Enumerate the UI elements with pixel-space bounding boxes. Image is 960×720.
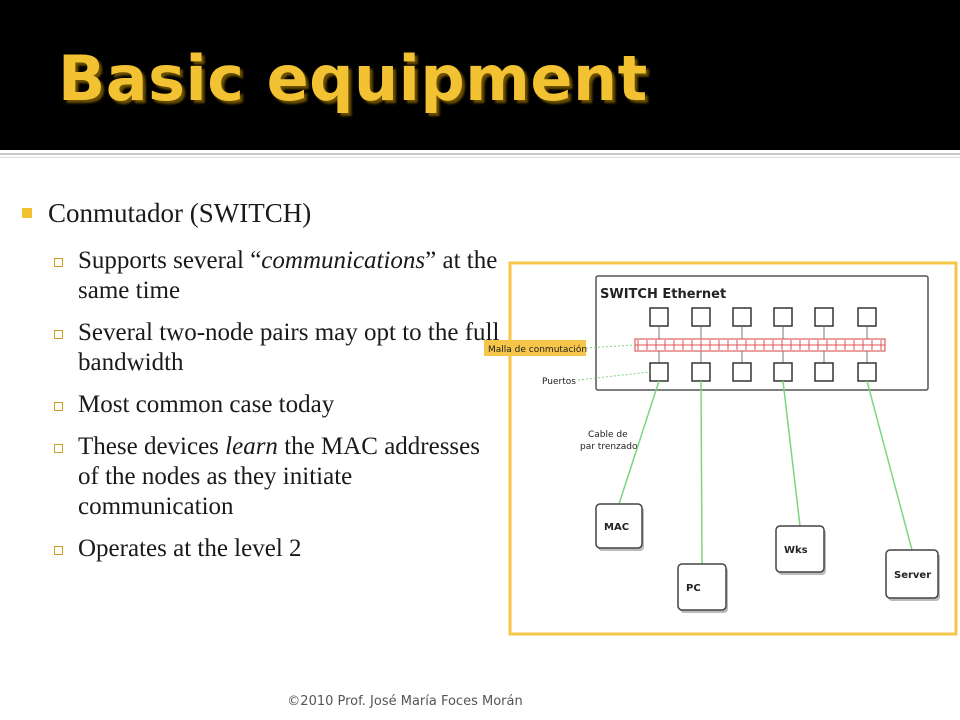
mesh-label: Malla de conmutación bbox=[488, 344, 587, 355]
ports-leader-line bbox=[577, 371, 651, 381]
sub-bullet-list: Supports several “communications” at the… bbox=[20, 246, 500, 564]
sub-bullet-text: Operates at the level 2 bbox=[78, 535, 302, 562]
cable-label-line2: par trenzado bbox=[580, 442, 638, 452]
sub-bullet: Supports several “communications” at the… bbox=[20, 246, 500, 306]
bottom-port bbox=[649, 362, 669, 382]
sub-bullet-text: Several two-node pairs may opt to the fu… bbox=[78, 319, 500, 376]
sub-bullet: These devices learn the MAC addresses of… bbox=[20, 432, 500, 522]
hollow-square-bullet-icon bbox=[54, 330, 63, 339]
hollow-square-bullet-icon bbox=[54, 546, 63, 555]
bottom-port bbox=[814, 362, 834, 382]
switch-box bbox=[595, 275, 929, 391]
sub-bullet-text: Most common case today bbox=[78, 391, 335, 418]
sub-bullet-text: communications bbox=[261, 247, 426, 274]
top-port bbox=[773, 307, 793, 327]
node-box bbox=[885, 549, 939, 599]
top-port bbox=[857, 307, 877, 327]
top-port bbox=[732, 307, 752, 327]
slide-title: Basic equipment bbox=[58, 42, 648, 115]
top-port bbox=[649, 307, 669, 327]
node-box bbox=[775, 525, 825, 573]
node-label: Server bbox=[894, 570, 931, 581]
square-bullet-icon bbox=[22, 208, 32, 218]
sub-bullet-text: Supports several “ bbox=[78, 247, 262, 274]
bullet-list: Conmutador (SWITCH) Supports several “co… bbox=[20, 196, 500, 576]
hollow-square-bullet-icon bbox=[54, 402, 63, 411]
divider-line-thin bbox=[0, 157, 960, 158]
hollow-square-bullet-icon bbox=[54, 444, 63, 453]
footer-copyright: ©2010 Prof. José María Foces Morán bbox=[287, 694, 523, 709]
twisted-pair-cable bbox=[782, 380, 801, 527]
sub-bullet-text: learn bbox=[225, 433, 278, 460]
bottom-port bbox=[691, 362, 711, 382]
node-box bbox=[595, 503, 643, 549]
sub-bullet-text: ” at the same time bbox=[78, 247, 498, 304]
twisted-pair-cable bbox=[700, 380, 703, 565]
twisted-pair-cable bbox=[618, 380, 660, 505]
sub-bullet: Most common case today bbox=[20, 390, 500, 420]
twisted-pair-cable bbox=[866, 380, 913, 551]
sub-bullet-text: These devices bbox=[78, 433, 226, 460]
node-label: MAC bbox=[604, 522, 629, 533]
mesh-leader-line bbox=[585, 344, 636, 349]
main-bullet-text: Conmutador (SWITCH) bbox=[48, 198, 312, 228]
sub-bullet: Several two-node pairs may opt to the fu… bbox=[20, 318, 500, 378]
bottom-port bbox=[857, 362, 877, 382]
bottom-port bbox=[773, 362, 793, 382]
top-port bbox=[691, 307, 711, 327]
bottom-port bbox=[732, 362, 752, 382]
sub-bullet: Operates at the level 2 bbox=[20, 534, 500, 564]
title-bar: Basic equipment bbox=[0, 0, 960, 150]
cable-label-line1: Cable de bbox=[588, 430, 628, 440]
node-label: Wks bbox=[784, 545, 808, 556]
mesh-label-bg bbox=[484, 340, 586, 356]
main-bullet: Conmutador (SWITCH) bbox=[20, 196, 500, 230]
hollow-square-bullet-icon bbox=[54, 258, 63, 267]
switch-title: SWITCH Ethernet bbox=[600, 287, 726, 302]
divider-line bbox=[0, 153, 960, 155]
node-label: PC bbox=[686, 583, 701, 594]
sub-bullet-text: the MAC addresses of the nodes as they i… bbox=[78, 433, 480, 520]
node-box bbox=[677, 563, 727, 611]
top-port bbox=[814, 307, 834, 327]
ports-label: Puertos bbox=[542, 377, 576, 387]
